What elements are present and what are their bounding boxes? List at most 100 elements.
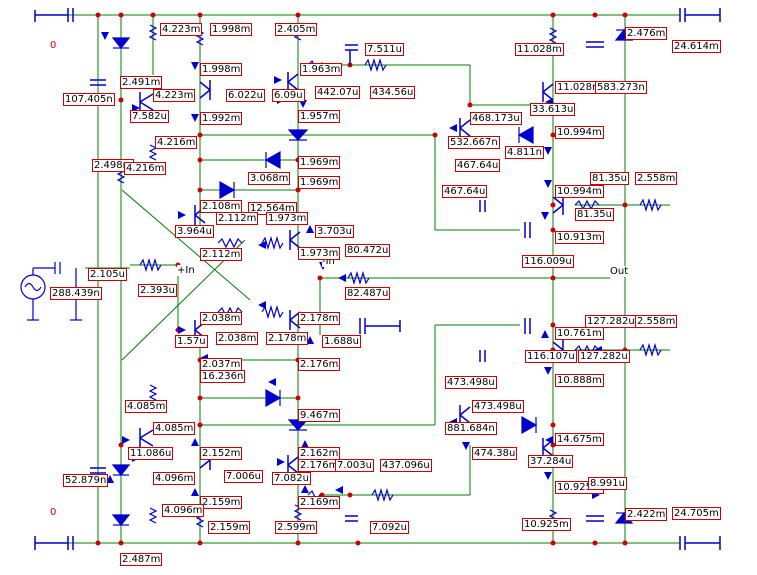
reading-label: 116.009u <box>522 255 574 268</box>
reading-label: 2.112m <box>200 248 243 261</box>
reading-label: 10.994m <box>555 185 604 198</box>
reading-label: 52.879n <box>63 474 109 487</box>
reading-label: 6.022u <box>226 89 265 102</box>
reading-label: 2.112m <box>216 212 259 225</box>
reading-label: 7.082u <box>272 472 311 485</box>
reading-label: 24.705m <box>672 507 721 520</box>
reading-label: 11.028m <box>515 43 564 56</box>
reading-label: 6.09u <box>272 89 305 102</box>
transistors <box>139 72 564 475</box>
reading-label: 1.998m <box>210 23 253 36</box>
reading-label: 4.096m <box>162 504 205 517</box>
reading-label: 33.613u <box>530 103 576 116</box>
supply-value-bottom: 0 <box>50 507 57 518</box>
reading-label: 10.925m <box>522 518 571 531</box>
reading-label: 467.64u <box>442 185 488 198</box>
reading-label: 4.216m <box>155 136 198 149</box>
reading-label: 8.991u <box>588 477 627 490</box>
reading-label: 881.684n <box>445 422 497 435</box>
reading-label: 24.614m <box>672 40 721 53</box>
reading-label: 1.998m <box>200 63 243 76</box>
reading-label: 2.178m <box>298 312 341 325</box>
reading-label: 37.284u <box>528 455 574 468</box>
reading-label: 2.038m <box>200 312 243 325</box>
reading-label: 1.969m <box>298 176 341 189</box>
reading-label: 127.282u <box>578 350 630 363</box>
reading-label: 2.393u <box>138 284 177 297</box>
reading-label: 14.675m <box>555 433 604 446</box>
reading-label: 4.096m <box>153 472 196 485</box>
reading-label: 16.236n <box>200 370 246 383</box>
reading-label: 2.422m <box>625 508 668 521</box>
reading-label: 7.582u <box>130 110 169 123</box>
reading-label: 11.028m <box>555 81 604 94</box>
reading-label: 4.223m <box>160 23 203 36</box>
reading-label: 2.169m <box>298 496 341 509</box>
net-label-minus-in: -In <box>322 256 335 267</box>
reading-label: 7.003u <box>335 459 374 472</box>
current-arrows <box>101 32 602 499</box>
reading-label: 442.07u <box>315 86 361 99</box>
reading-label: 10.994m <box>555 126 604 139</box>
reading-label: 2.159m <box>200 496 243 509</box>
supply-rails <box>34 8 721 550</box>
reading-label: 1.992m <box>200 112 243 125</box>
reading-label: 7.511u <box>365 43 404 56</box>
reading-label: 532.667n <box>448 136 500 149</box>
reading-label: 1.973m <box>298 247 341 260</box>
reading-label: 81.35u <box>575 208 614 221</box>
reading-label: 3.068m <box>248 172 291 185</box>
reading-label: 468.173u <box>470 112 522 125</box>
reading-label: 2.558m <box>635 315 678 328</box>
reading-label: 2.491m <box>120 76 163 89</box>
reading-label: 7.006u <box>224 470 263 483</box>
reading-label: 80.472u <box>345 244 391 257</box>
reading-label: 2.159m <box>208 521 251 534</box>
reading-label: 7.092u <box>370 521 409 534</box>
reading-label: 4.223m <box>153 89 196 102</box>
reading-label: 107.405n <box>63 93 115 106</box>
reading-label: 116.107u <box>525 350 577 363</box>
reading-label: 583.273n <box>595 81 647 94</box>
reading-label: 2.105u <box>88 268 127 281</box>
reading-label: 473.498u <box>445 376 497 389</box>
reading-label: 2.487m <box>120 553 163 566</box>
reading-label: 81.35u <box>590 172 629 185</box>
capacitors <box>90 41 604 522</box>
reading-label: 2.599m <box>275 521 318 534</box>
reading-label: 82.487u <box>345 287 391 300</box>
reading-label: 473.498u <box>472 400 524 413</box>
reading-label: 2.152m <box>200 447 243 460</box>
net-label-out: Out <box>610 266 629 277</box>
reading-label: 11.086u <box>128 447 174 460</box>
reading-label: 288.439n <box>50 287 102 300</box>
net-label-plus-in: +In <box>177 265 195 276</box>
reading-label: 4.085m <box>153 422 196 435</box>
reading-label: 10.888m <box>555 374 604 387</box>
reading-label: 2.476m <box>625 27 668 40</box>
reading-label: 437.096u <box>380 459 432 472</box>
reading-label: 10.913m <box>555 231 604 244</box>
reading-label: 9.467m <box>298 409 341 422</box>
reading-label: 1.973m <box>266 212 309 225</box>
reading-label: 1.688u <box>322 335 361 348</box>
reading-label: 2.558m <box>635 172 678 185</box>
reading-label: 2.178m <box>266 332 309 345</box>
reading-label: 2.038m <box>216 332 259 345</box>
reading-label: 1.957m <box>298 110 341 123</box>
reading-label: 2.405m <box>275 23 318 36</box>
reading-label: 1.57u <box>175 335 208 348</box>
reading-label: 1.969m <box>298 156 341 169</box>
supply-value-top: 0 <box>50 40 57 51</box>
reading-label: 1.963m <box>300 63 343 76</box>
reading-label: 434.56u <box>370 86 416 99</box>
reading-label: 3.964u <box>175 225 214 238</box>
reading-label: 474.38u <box>472 447 518 460</box>
reading-label: 4.216m <box>124 162 167 175</box>
reading-label: 4.811n <box>505 146 544 159</box>
reading-label: 467.64u <box>455 159 501 172</box>
reading-label: 2.498m <box>92 159 135 172</box>
reading-label: 4.085m <box>125 400 168 413</box>
reading-label: 3.703u <box>315 225 354 238</box>
reading-label: 10.761m <box>555 327 604 340</box>
